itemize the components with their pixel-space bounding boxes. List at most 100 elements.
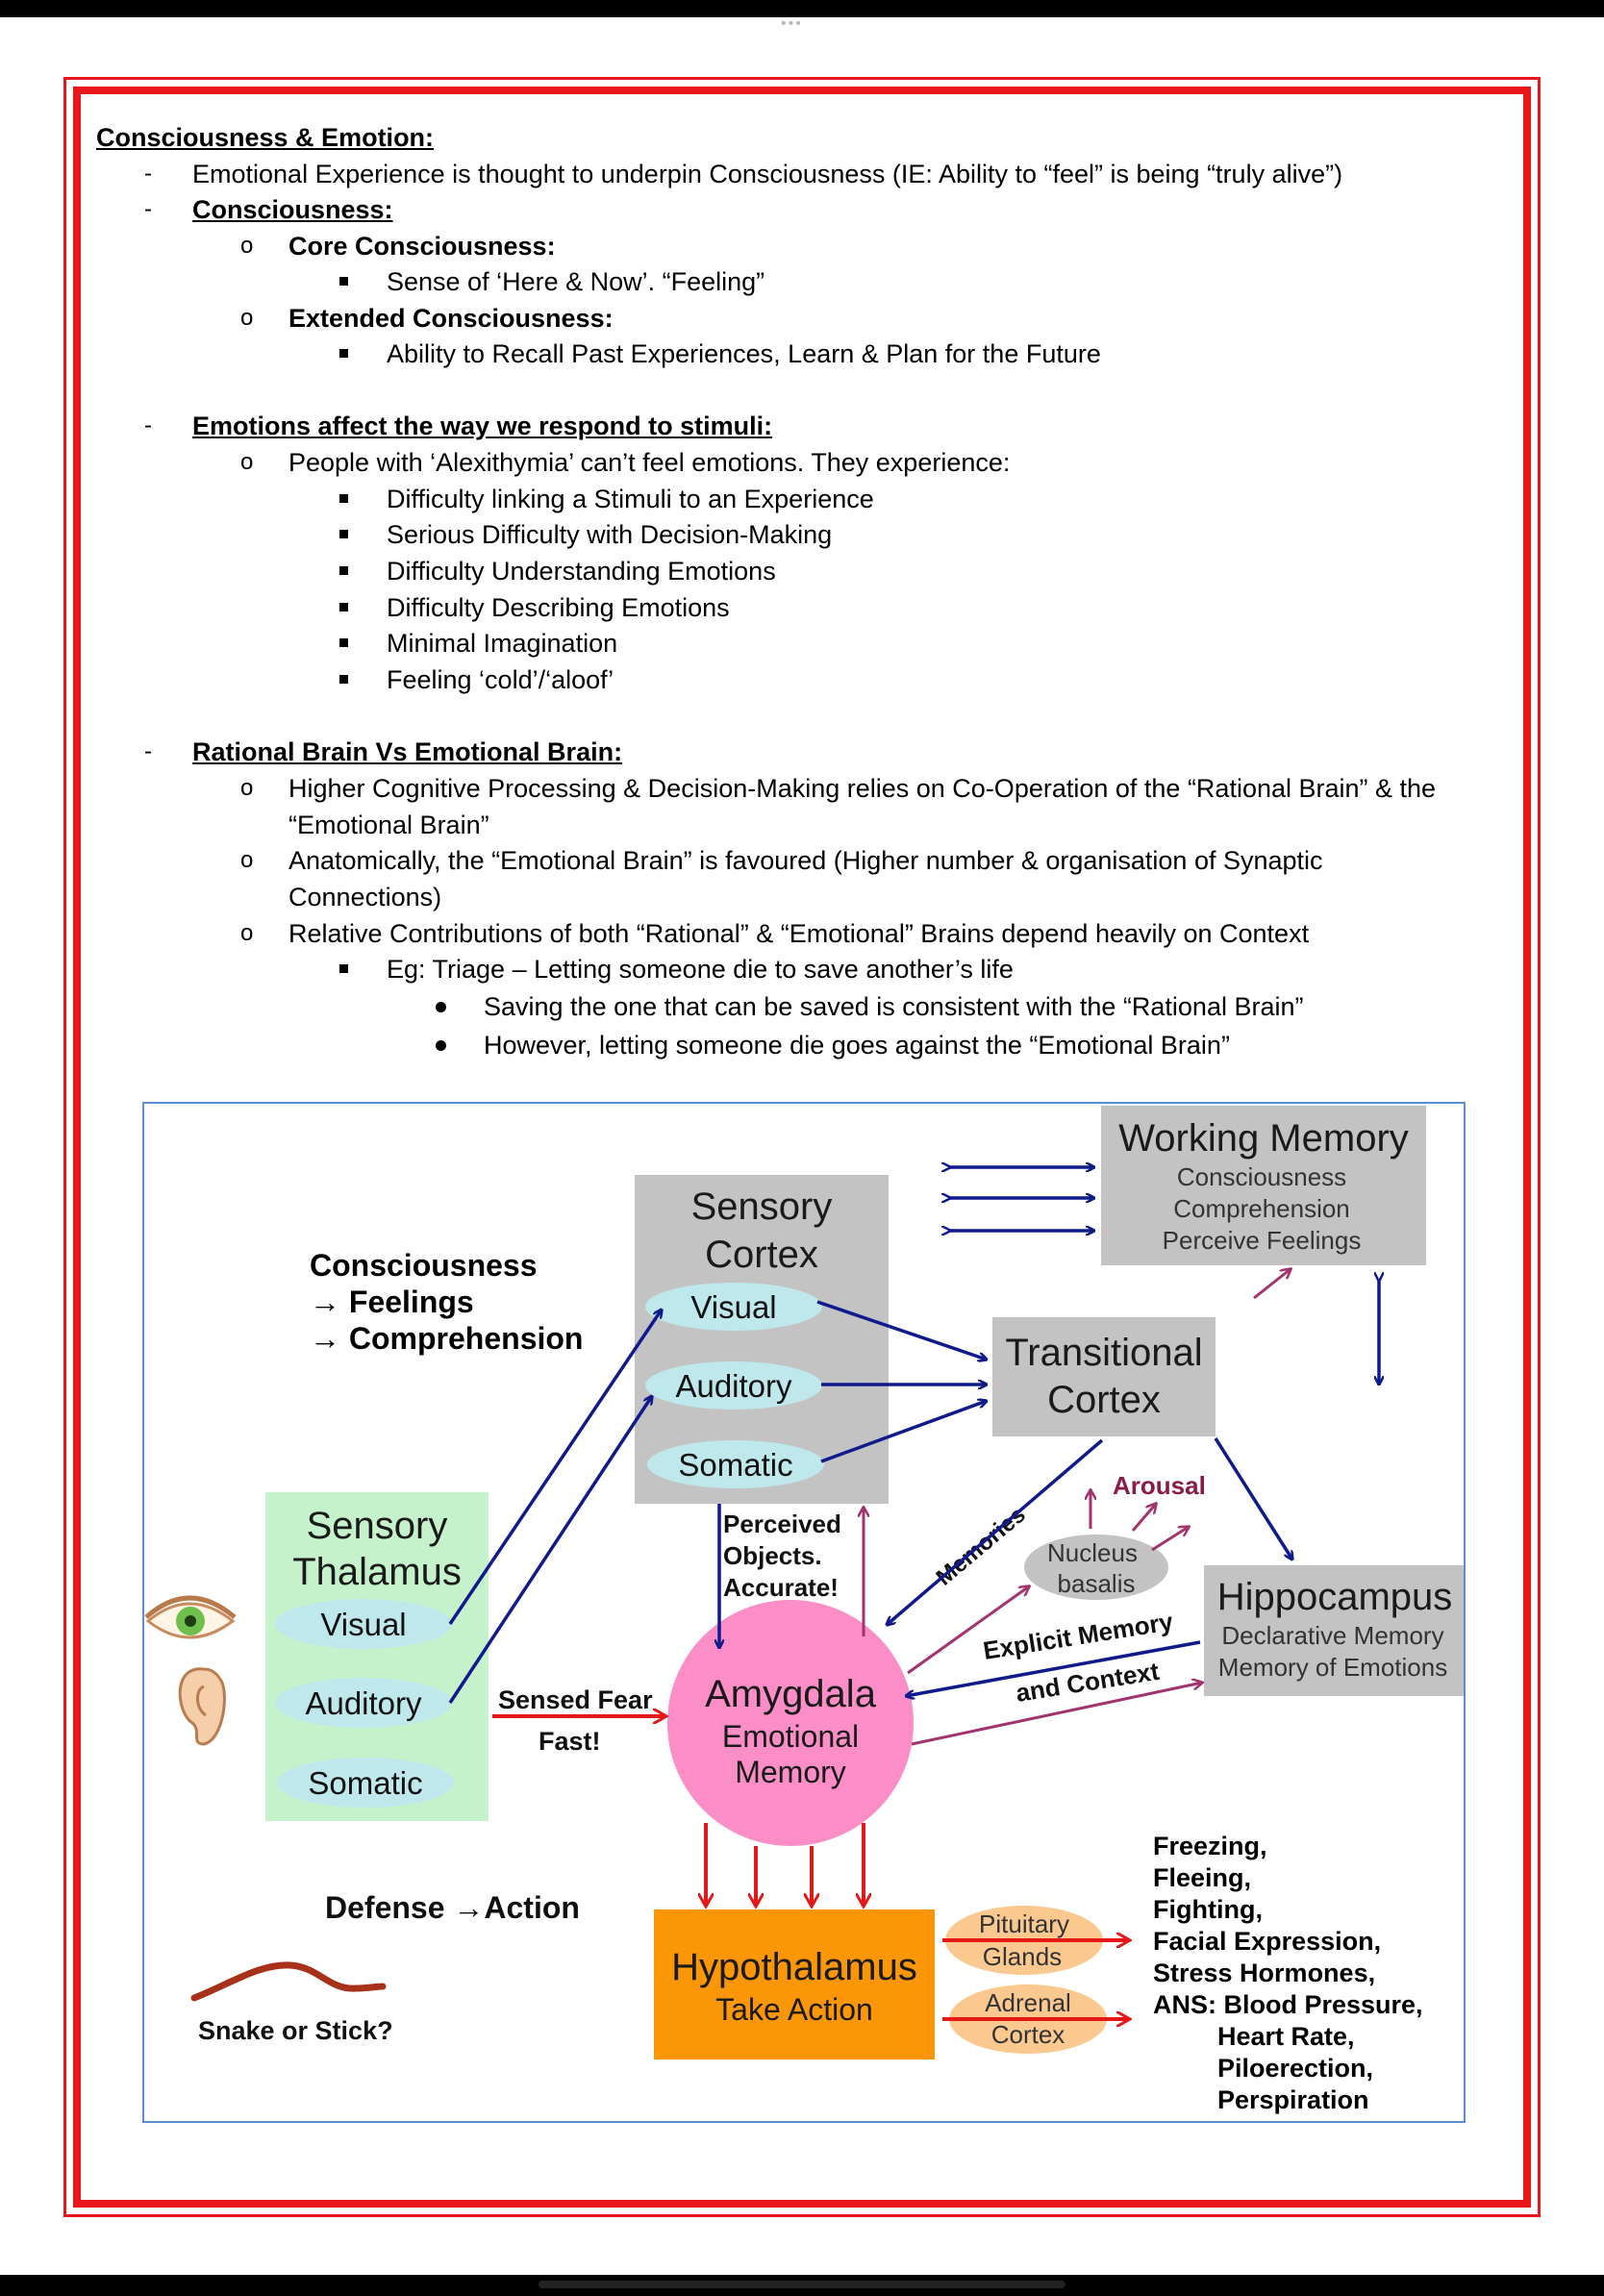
alexithymia-text: People with ‘Alexithymia’ can’t feel emo…	[288, 448, 1011, 477]
circle-bullet: o	[240, 920, 254, 946]
consciousness-label: Consciousness	[310, 1248, 538, 1283]
cortex-visual-ellipse	[645, 1283, 822, 1331]
circle-bullet: o	[240, 847, 254, 873]
square-bullet	[339, 494, 348, 503]
cortex-visual-label: Visual	[690, 1289, 776, 1325]
amygdala-title: Amygdala	[705, 1673, 877, 1715]
response-item: Heart Rate,	[1217, 2022, 1355, 2051]
triage-point-2: However, letting someone die goes agains…	[484, 1031, 1230, 1060]
alexithymia-item: Difficulty linking a Stimuli to an Exper…	[387, 485, 874, 513]
amygdala-to-hippocampus-arrow	[911, 1683, 1202, 1746]
page-border-outer	[63, 77, 1541, 2217]
intro-text: Emotional Experience is thought to under…	[192, 160, 1343, 188]
thalamus-auditory-label: Auditory	[305, 1685, 422, 1721]
response-item: Fighting,	[1153, 1895, 1263, 1924]
circle-bullet: o	[240, 449, 254, 475]
nucleus-basalis-label: basalis	[1058, 1569, 1136, 1598]
extended-consciousness-detail: Ability to Recall Past Experiences, Lear…	[387, 339, 1101, 368]
transitional-cortex-title: Cortex	[1047, 1379, 1161, 1421]
hypothalamus-line: Take Action	[715, 1992, 873, 2027]
response-item: Freezing,	[1153, 1832, 1267, 1860]
dash-bullet: -	[144, 412, 152, 438]
transitional-to-hippocampus-arrow	[1214, 1437, 1292, 1560]
snake-or-stick-label: Snake or Stick?	[198, 2016, 393, 2045]
extended-consciousness-label: Extended Consciousness:	[288, 304, 614, 333]
circle-bullet: o	[240, 233, 254, 259]
cortex-somatic-ellipse	[647, 1440, 824, 1488]
page-border-inner	[73, 87, 1531, 2208]
square-bullet	[339, 675, 348, 684]
rational-point-2: Anatomically, the “Emotional Brain” is f…	[288, 846, 1323, 875]
round-bullet	[436, 1040, 446, 1051]
pituitary-label: Pituitary	[979, 1909, 1069, 1938]
alexithymia-item: Difficulty Understanding Emotions	[387, 557, 776, 586]
hypothalamus-title: Hypothalamus	[671, 1946, 917, 1988]
sensory-thalamus-title: Sensory	[307, 1505, 448, 1547]
thalamus-auditory-to-cortex-arrow	[448, 1396, 652, 1704]
memories-arrow	[887, 1438, 1104, 1625]
emotion-pathway-diagram: Working Memory Consciousness Comprehensi…	[142, 1102, 1466, 2123]
cortex-somatic-label: Somatic	[678, 1447, 792, 1483]
square-bullet	[339, 964, 348, 973]
adrenal-label: Cortex	[991, 2020, 1065, 2049]
thalamus-somatic-label: Somatic	[308, 1765, 422, 1801]
hippocampus-line: Declarative Memory	[1221, 1621, 1443, 1650]
response-item: Perspiration	[1217, 2085, 1369, 2114]
response-item: ANS: Blood Pressure,	[1153, 1990, 1423, 2019]
response-item: Facial Expression,	[1153, 1927, 1381, 1956]
square-bullet	[339, 566, 348, 575]
working-memory-line: Consciousness	[1177, 1162, 1346, 1191]
circle-bullet: o	[240, 775, 254, 801]
hippocampus-title: Hippocampus	[1217, 1576, 1453, 1618]
perceived-objects-label: Objects.	[723, 1541, 822, 1570]
alexithymia-item: Difficulty Describing Emotions	[387, 593, 730, 622]
perceived-objects-label: Accurate!	[723, 1573, 839, 1602]
visual-to-transitional-arrow	[816, 1300, 987, 1360]
more-dots-icon[interactable]: •••	[781, 15, 803, 32]
alexithymia-item: Serious Difficulty with Decision-Making	[387, 520, 833, 549]
amygdala-line: Emotional	[722, 1719, 859, 1754]
consciousness-heading: Consciousness:	[192, 195, 393, 224]
rational-heading: Rational Brain Vs Emotional Brain:	[192, 737, 623, 766]
perceived-objects-label: Perceived	[723, 1510, 841, 1538]
response-item: Stress Hormones,	[1153, 1959, 1375, 1987]
hypothalamus-box	[654, 1909, 935, 2059]
amygdala-line: Memory	[735, 1755, 846, 1789]
feelings-label: → Feelings	[310, 1285, 474, 1319]
thalamus-visual-to-cortex-arrow	[448, 1310, 662, 1625]
rational-point-1: Higher Cognitive Processing & Decision-M…	[288, 774, 1437, 803]
square-bullet	[339, 277, 348, 286]
home-indicator[interactable]	[539, 2281, 1065, 2288]
triage-point-1: Saving the one that can be saved is cons…	[484, 992, 1304, 1021]
transitional-cortex-title: Transitional	[1005, 1332, 1202, 1374]
emotions-heading: Emotions affect the way we respond to st…	[192, 412, 773, 440]
page-title: Consciousness & Emotion:	[96, 123, 435, 152]
hippocampus-box	[1204, 1565, 1464, 1696]
core-consciousness-label: Core Consciousness:	[288, 232, 556, 261]
nucleus-arousal-arrow	[1131, 1504, 1156, 1532]
circle-bullet: o	[240, 305, 254, 331]
defense-action-label: Defense →Action	[325, 1890, 580, 1925]
nucleus-basalis-label: Nucleus	[1047, 1538, 1138, 1567]
ear-icon	[178, 1667, 226, 1746]
transitional-cortex-box	[992, 1317, 1216, 1436]
arousal-label: Arousal	[1113, 1471, 1206, 1500]
pituitary-label: Glands	[983, 1942, 1062, 1971]
dash-bullet: -	[144, 161, 152, 187]
sensory-cortex-title: Cortex	[705, 1234, 818, 1276]
rational-point-3: Relative Contributions of both “Rational…	[288, 919, 1310, 948]
sensory-thalamus-title: Thalamus	[292, 1551, 462, 1593]
working-memory-box	[1101, 1106, 1426, 1265]
square-bullet	[339, 638, 348, 647]
rational-point-2-cont: Connections)	[288, 883, 442, 911]
dash-bullet: -	[144, 196, 152, 222]
sensory-cortex-title: Sensory	[691, 1185, 833, 1228]
fast-label: Fast!	[539, 1727, 601, 1756]
response-item: Piloerection,	[1217, 2054, 1373, 2083]
round-bullet	[436, 1002, 446, 1012]
thalamus-somatic-ellipse	[277, 1758, 454, 1808]
working-memory-line: Perceive Feelings	[1163, 1226, 1362, 1255]
nucleus-basalis-ellipse	[1024, 1535, 1168, 1600]
rational-point-1-cont: “Emotional Brain”	[288, 811, 489, 839]
nucleus-arousal-arrow	[1151, 1527, 1189, 1552]
